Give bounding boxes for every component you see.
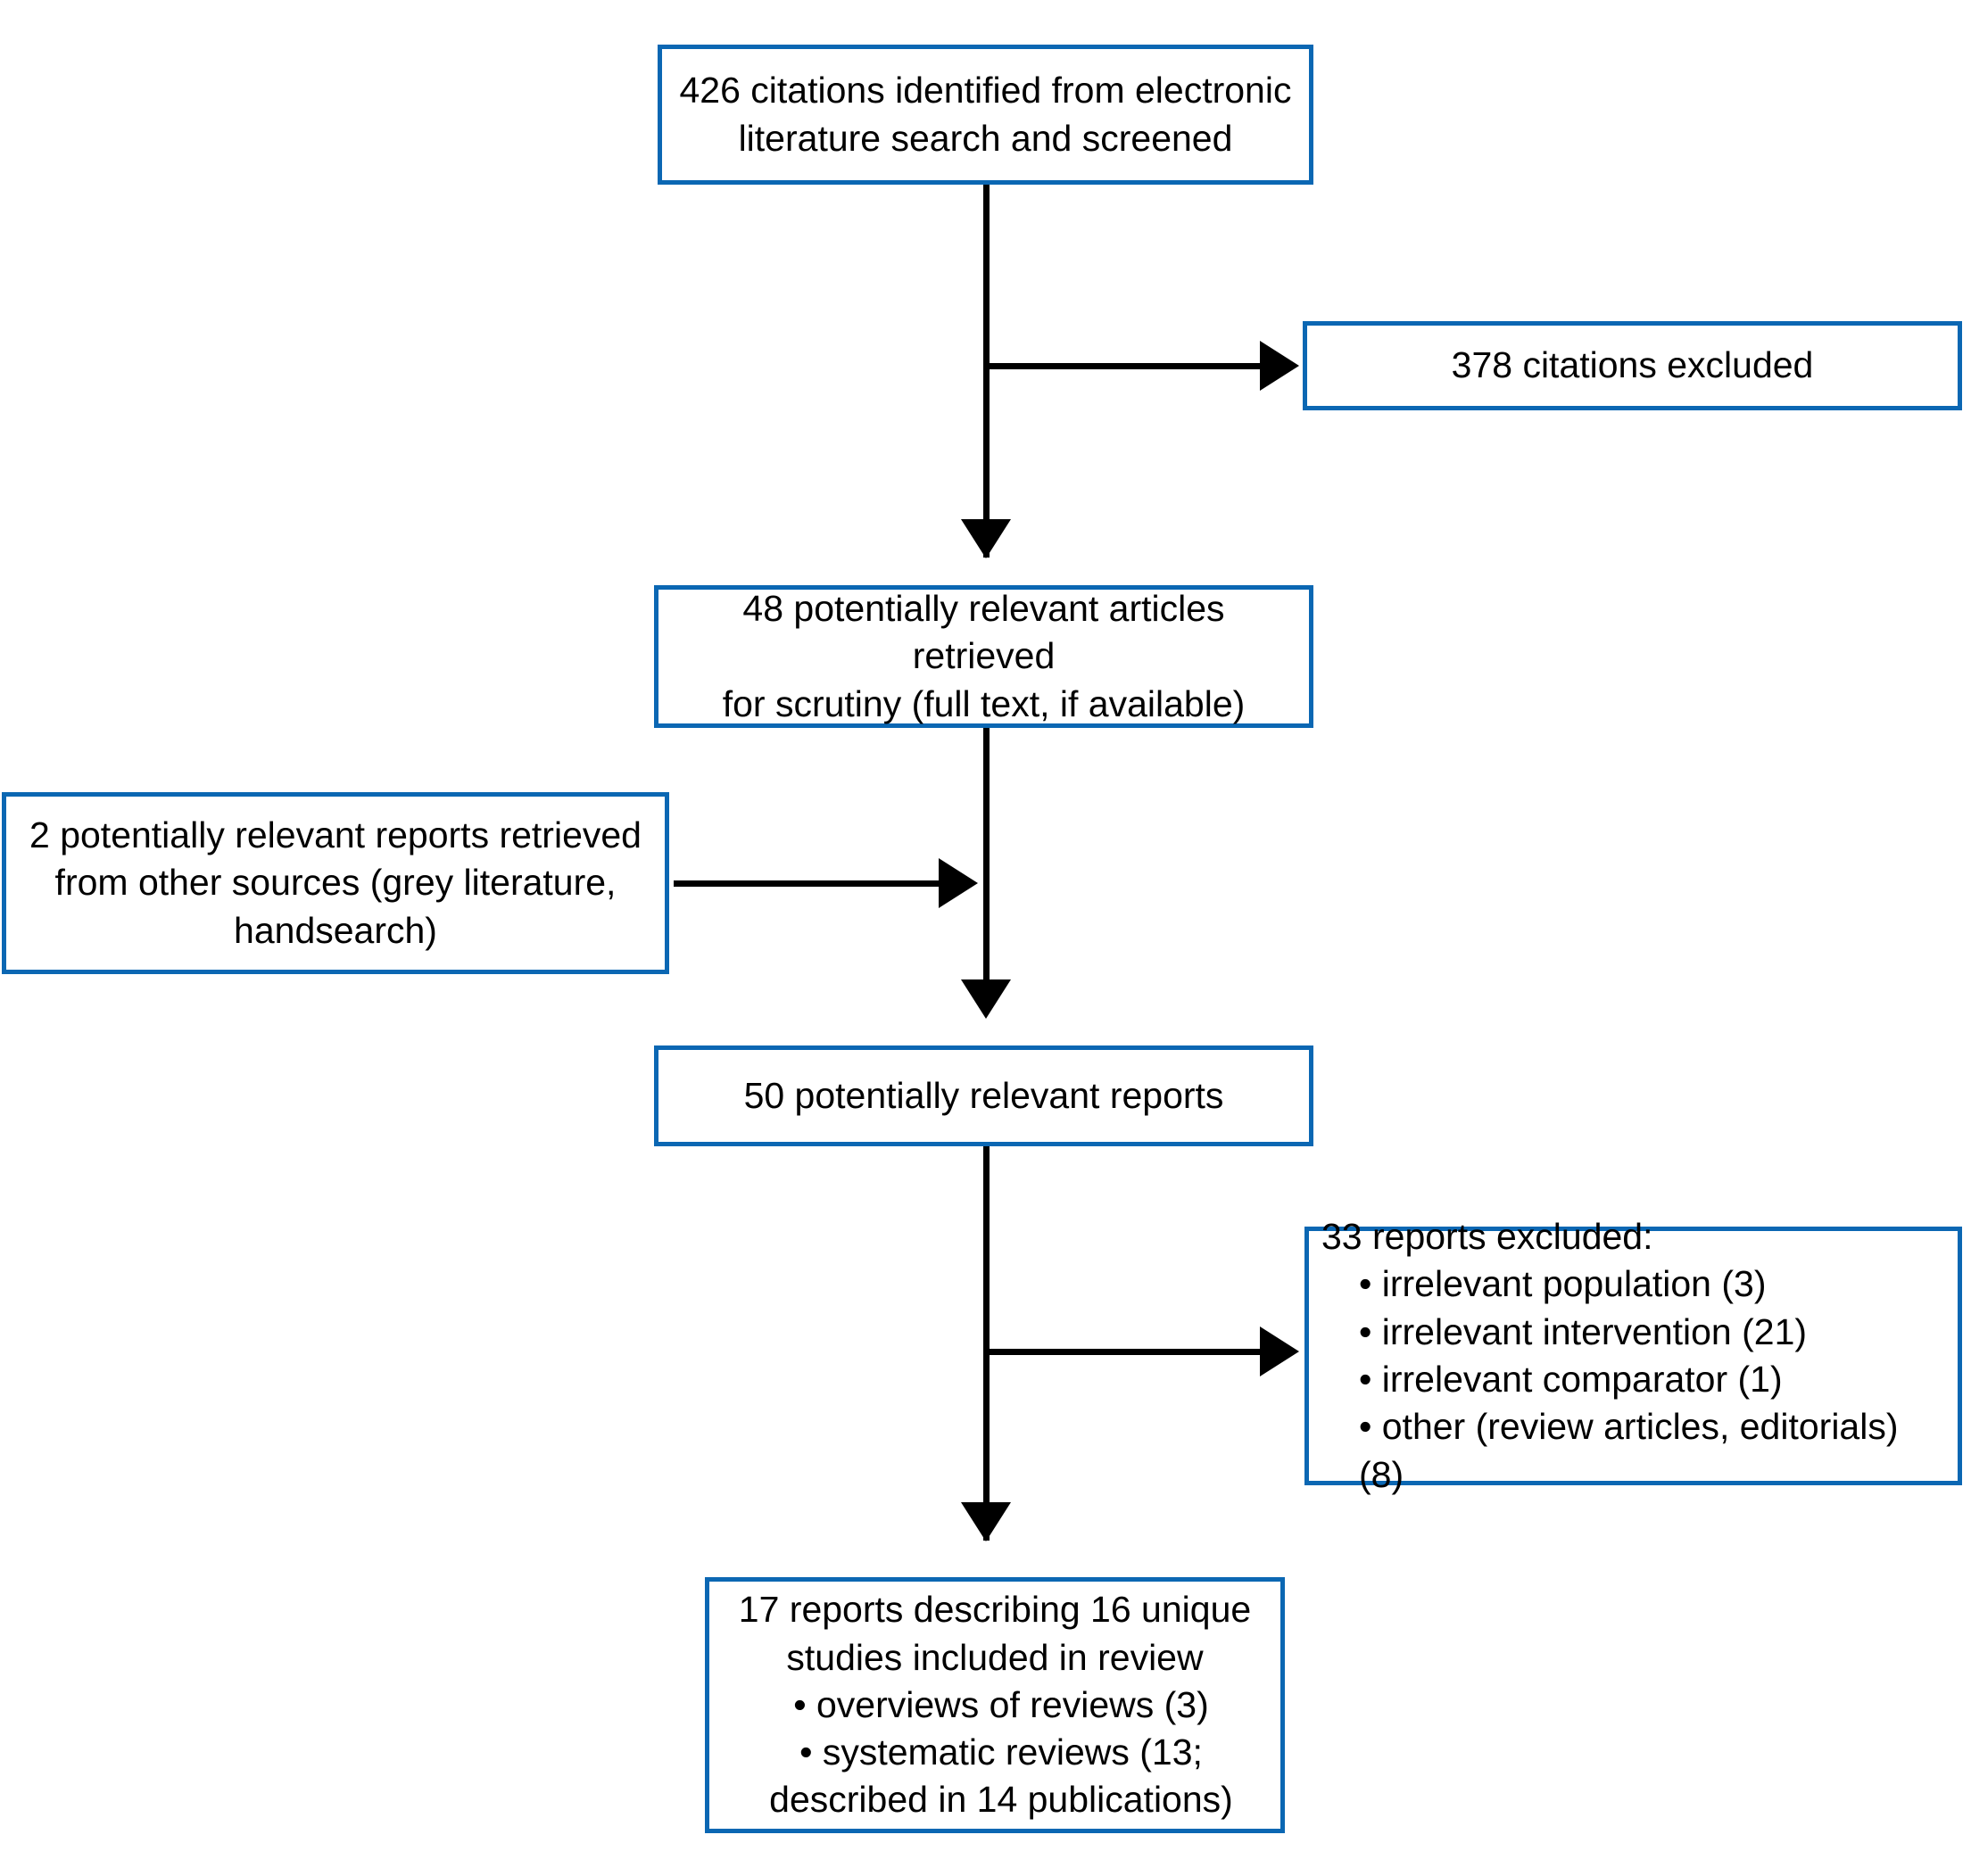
box-citations-identified-text: 426 citations identified from electronic… xyxy=(679,70,1292,159)
box-reports-excluded: 33 reports excluded: • irrelevant popula… xyxy=(1304,1216,1962,1495)
box-citations-excluded: 378 citations excluded xyxy=(1303,321,1962,410)
arrowhead-other-sources xyxy=(939,858,978,908)
list-item: • systematic reviews (13; described in 1… xyxy=(769,1731,1233,1821)
arrowhead-to-excluded-citations xyxy=(1260,341,1299,391)
arrowhead-to-included xyxy=(961,1502,1011,1541)
box-articles-retrieved-text: 48 potentially relevant articles retriev… xyxy=(722,588,1246,724)
list-item: • other (review articles, editorials) (8… xyxy=(1359,1406,1899,1495)
list-item: • irrelevant intervention (21) xyxy=(1359,1310,1808,1352)
arrowhead-to-excluded-reports xyxy=(1260,1326,1299,1376)
connector-to-excluded-citations xyxy=(983,363,1269,369)
box-other-sources: 2 potentially relevant reports retrieved… xyxy=(2,792,669,974)
box-studies-included-list: • overviews of reviews (3) • systematic … xyxy=(722,1682,1268,1824)
box-other-sources-text: 2 potentially relevant reports retrieved… xyxy=(29,814,642,951)
box-reports-excluded-heading: 33 reports excluded: xyxy=(1321,1216,1653,1258)
connector-other-sources-to-stem xyxy=(674,880,946,887)
connector-identified-to-retrieved xyxy=(983,185,990,558)
box-citations-excluded-text: 378 citations excluded xyxy=(1451,344,1814,386)
box-studies-included: 17 reports describing 16 unique studies … xyxy=(705,1577,1285,1833)
arrowhead-to-retrieved xyxy=(961,519,1011,558)
box-articles-retrieved: 48 potentially relevant articles retriev… xyxy=(654,585,1313,728)
connector-to-excluded-reports xyxy=(983,1349,1269,1355)
box-relevant-reports-text: 50 potentially relevant reports xyxy=(743,1074,1224,1116)
box-studies-included-heading: 17 reports describing 16 unique studies … xyxy=(738,1589,1252,1678)
box-citations-identified: 426 citations identified from electronic… xyxy=(658,45,1313,185)
box-relevant-reports: 50 potentially relevant reports xyxy=(654,1045,1313,1146)
list-item: • irrelevant comparator (1) xyxy=(1359,1359,1783,1400)
box-reports-excluded-list: • irrelevant population (3) • irrelevant… xyxy=(1321,1260,1945,1498)
arrowhead-to-relevant-reports xyxy=(961,979,1011,1019)
list-item: • overviews of reviews (3) xyxy=(793,1683,1209,1725)
connector-relevant-to-included xyxy=(983,1146,990,1541)
connector-retrieved-to-relevant xyxy=(983,728,990,1013)
list-item: • irrelevant population (3) xyxy=(1359,1263,1767,1305)
